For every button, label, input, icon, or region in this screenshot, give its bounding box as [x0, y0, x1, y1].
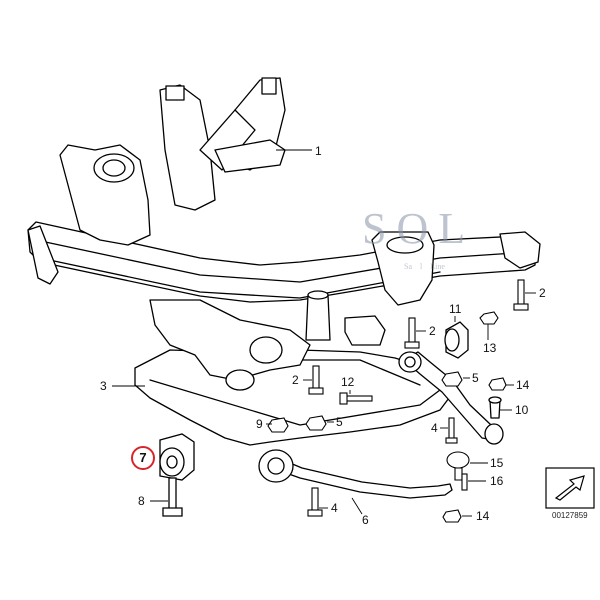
nut-14-lower [442, 509, 462, 523]
callout-8: 8 [138, 494, 145, 508]
bolt-2-right [517, 279, 525, 307]
control-arm-6 [271, 457, 453, 499]
center-tower [159, 84, 216, 211]
nut-13 [479, 311, 499, 325]
watermark-logo: SOL [362, 204, 476, 253]
thrust-arm-joint [484, 423, 504, 445]
mount-pad-1 [214, 139, 286, 173]
beam-left-bracket [27, 225, 59, 285]
callout-5-right: 5 [472, 371, 479, 385]
bolt-8-shaft [168, 477, 177, 511]
nut-14-upper [488, 377, 507, 391]
callout-14-lower: 14 [476, 509, 490, 523]
bolt-2-right-head [513, 303, 529, 311]
callout-13: 13 [483, 341, 497, 355]
bolt-4-lower [311, 487, 319, 513]
bolt-2-middle [408, 317, 416, 345]
nut-9 [267, 417, 289, 433]
thrust-arm-bushing-core [404, 356, 416, 368]
callout-10: 10 [515, 403, 529, 417]
crossbeam-lower-edge [39, 257, 441, 299]
callout-4-upper: 4 [431, 421, 438, 435]
callout-2-right: 2 [539, 286, 546, 300]
callout-12: 12 [341, 375, 355, 389]
center-post [305, 294, 331, 341]
bushing-11-face [444, 328, 460, 352]
right-tower-tab [261, 77, 277, 95]
callout-7: 7 [139, 450, 147, 465]
bolt-8-head [162, 507, 183, 517]
callout-2-left: 2 [292, 373, 299, 387]
callout-11: 11 [449, 302, 462, 316]
left-tower-hole-inner [102, 159, 126, 177]
ball-joint-10-top [488, 396, 502, 404]
bolt-4-upper [448, 417, 455, 441]
leader-6 [351, 497, 363, 515]
callout-5-center: 5 [336, 415, 343, 429]
crossbeam-top-edge [35, 239, 531, 283]
rear-tower-hole [386, 236, 424, 254]
pin-16 [461, 473, 468, 491]
nut-5-right [441, 371, 463, 387]
callout-6: 6 [362, 513, 369, 527]
callout-16: 16 [490, 474, 504, 488]
callout-3: 3 [100, 379, 107, 393]
callout-4-lower: 4 [331, 501, 338, 515]
ball-joint-15 [446, 451, 470, 469]
callout-1: 1 [315, 144, 322, 158]
callout-2-middle: 2 [429, 324, 436, 338]
bolt-2-left [312, 365, 320, 391]
document-id: 00127859 [552, 511, 588, 520]
callout-7-highlight: 7 [131, 446, 155, 470]
bushing-7-core [166, 455, 178, 469]
tower-bridge [199, 109, 256, 171]
callout-9: 9 [256, 417, 263, 431]
watermark-tagline: Sa l Line [404, 262, 445, 271]
bolt-4-lower-head [307, 509, 323, 517]
beam-right-end [499, 231, 541, 269]
nut-5-center [305, 415, 327, 431]
callout-14-upper: 14 [516, 378, 530, 392]
control-arm-bushing-inner [267, 457, 285, 475]
bolt-12-head [339, 392, 348, 405]
bolt-2-middle-head [404, 341, 420, 349]
center-post-top [307, 290, 329, 300]
post-bracket [344, 315, 386, 346]
callout-15: 15 [490, 456, 504, 470]
ball-joint-15-stem [454, 467, 463, 481]
bolt-4-upper-head [445, 437, 458, 444]
bolt-12 [345, 395, 373, 402]
center-tower-tab [165, 85, 185, 101]
cradle-boss-right [249, 336, 283, 364]
direction-arrow-icon [545, 467, 595, 509]
cradle-boss-left [225, 369, 255, 391]
shield-inner-edge [149, 379, 441, 426]
bolt-2-left-head [308, 387, 324, 395]
